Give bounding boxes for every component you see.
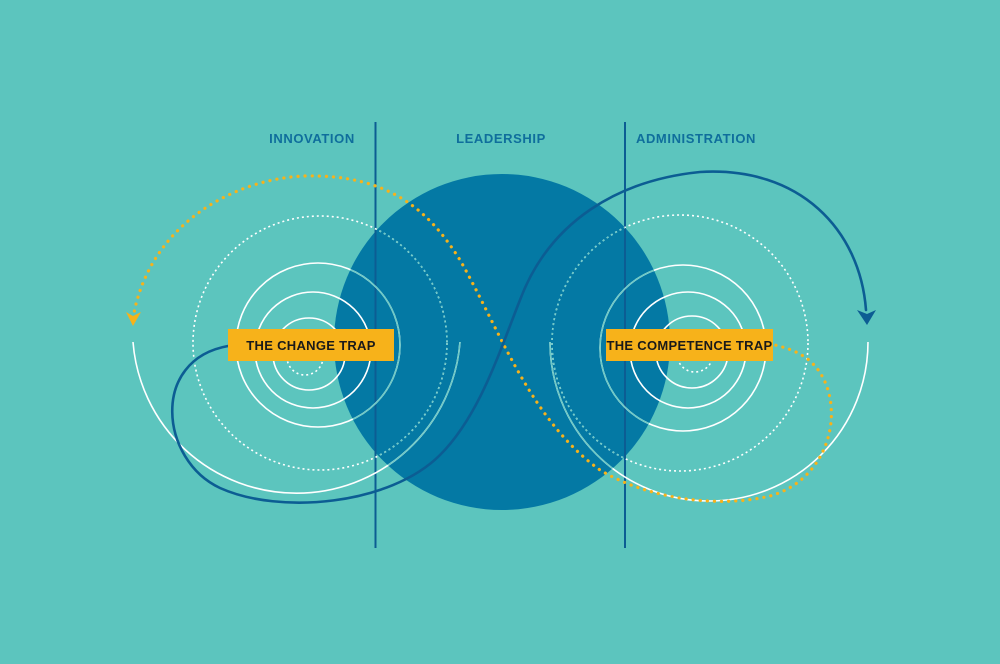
rings-over-circle xyxy=(334,214,670,502)
yellow-dotted-path xyxy=(131,174,833,503)
blue-solid-path xyxy=(170,170,868,504)
competence-trap-label: THE COMPETENCE TRAP xyxy=(606,329,773,361)
blue-arrowhead xyxy=(857,310,876,325)
yellow-arrowhead xyxy=(126,312,141,326)
section-label-leadership: LEADERSHIP xyxy=(456,131,546,146)
change-trap-label: THE CHANGE TRAP xyxy=(228,329,394,361)
section-label-administration: ADMINISTRATION xyxy=(635,131,757,146)
section-label-innovation: INNOVATION xyxy=(269,131,355,146)
